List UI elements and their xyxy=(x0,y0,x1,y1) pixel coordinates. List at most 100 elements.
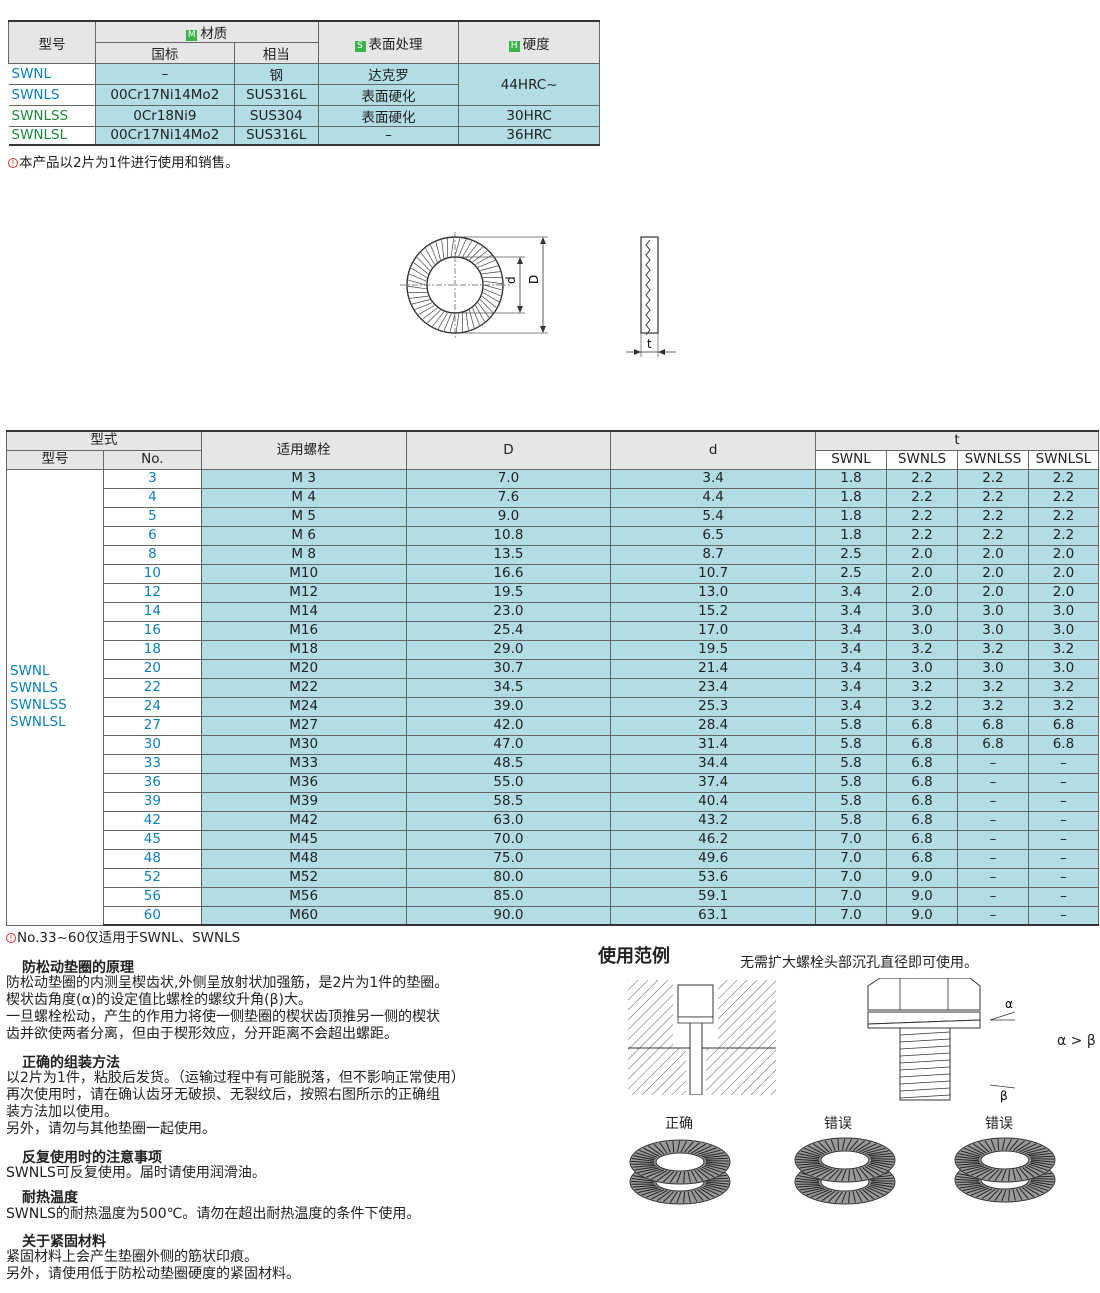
washer-rib xyxy=(409,295,429,299)
washer-rib xyxy=(997,1139,1000,1151)
bolt-shank xyxy=(689,1016,703,1095)
col-t-swnlss: SWNLSS xyxy=(956,449,1029,470)
t-cell: 6.8 xyxy=(956,715,1029,736)
washer-rib xyxy=(1024,1165,1040,1176)
washer-rib xyxy=(418,305,435,315)
washer-rib xyxy=(462,240,473,258)
washer-rib xyxy=(806,1166,827,1174)
washer-rib xyxy=(665,1141,671,1153)
washer-rib xyxy=(841,1138,846,1151)
t-cell: 2.2 xyxy=(1027,506,1100,527)
t-cell: 6.8 xyxy=(885,753,958,774)
washer-rib xyxy=(1026,1184,1044,1194)
washer-rib xyxy=(477,260,496,268)
D-cell: 42.0 xyxy=(405,715,612,736)
D-cell: 30.7 xyxy=(405,658,612,679)
t-cell: 3.0 xyxy=(1027,658,1100,679)
washer-rib xyxy=(870,1159,894,1163)
t-cell: 2.0 xyxy=(1027,563,1100,584)
d-cell: 15.2 xyxy=(610,601,817,622)
washer-rib xyxy=(852,1140,866,1151)
washer-rib xyxy=(455,313,460,333)
washer-rib xyxy=(994,1189,1003,1201)
washer-rib xyxy=(676,1171,682,1184)
washer-rib xyxy=(669,1191,678,1203)
washer-rib xyxy=(978,1141,990,1153)
t-cell: 3.0 xyxy=(1027,601,1100,622)
equivalent-cell: SUS316L xyxy=(233,84,319,106)
washer-rib xyxy=(868,1163,888,1171)
t-cell: 1.8 xyxy=(815,468,887,489)
washer-rib xyxy=(705,1182,728,1188)
t-cell: 3.0 xyxy=(885,658,958,679)
t-cell: 3.4 xyxy=(815,639,887,660)
t-cell: 2.2 xyxy=(1027,468,1100,489)
washer-rib xyxy=(821,1190,836,1201)
washer-rib xyxy=(441,239,445,259)
no-cell: 20 xyxy=(102,658,202,679)
washer-rib xyxy=(864,1147,886,1155)
washer-rib xyxy=(653,1143,665,1155)
bolt-cell: M33 xyxy=(200,753,407,774)
D-cell: 47.0 xyxy=(405,734,612,755)
bolt-cell: M27 xyxy=(200,715,407,736)
washer-rib xyxy=(855,1190,863,1202)
d-cell: 37.4 xyxy=(610,772,817,793)
washer-rib xyxy=(1030,1160,1053,1166)
t-cell: 2.0 xyxy=(1027,582,1100,603)
thread-line xyxy=(899,1087,951,1092)
D-cell: 75.0 xyxy=(405,848,612,869)
t-cell: 1.8 xyxy=(815,487,887,508)
label-D: D xyxy=(527,275,541,284)
D-cell: 19.5 xyxy=(405,582,612,603)
bolt-threads xyxy=(899,1027,951,1101)
washer-rib xyxy=(1022,1145,1042,1154)
washer-pair-graphic xyxy=(954,1137,1056,1203)
t-cell: – xyxy=(1027,753,1100,774)
t-cell: 7.0 xyxy=(815,886,887,907)
washer-rib xyxy=(663,1191,675,1203)
model-cell: SWNL xyxy=(8,63,96,85)
washer-rib xyxy=(659,1142,668,1154)
D-cell: 90.0 xyxy=(405,905,612,926)
thread-line xyxy=(899,1094,951,1099)
section-body-reuse: SWNLS可反复使用。届时请使用润滑油。 xyxy=(6,1165,266,1181)
bolt-cell: M60 xyxy=(200,905,407,926)
thread-line xyxy=(899,1073,951,1078)
washer-rib xyxy=(1029,1182,1051,1189)
washer-side-teeth xyxy=(645,239,651,336)
t-cell: – xyxy=(1027,848,1100,869)
t-cell: – xyxy=(956,791,1029,812)
washer-rib xyxy=(848,1169,851,1181)
t-cell: 3.0 xyxy=(885,601,958,622)
t-cell: 3.2 xyxy=(1027,677,1100,698)
national-cell: 00Cr17Ni14Mo2 xyxy=(94,84,235,106)
washer-rib xyxy=(472,250,488,263)
washer-rib xyxy=(795,1180,820,1184)
countersink-diagram xyxy=(628,980,776,1095)
washer-rib xyxy=(1030,1159,1054,1163)
washer-pair-graphic xyxy=(629,1139,731,1205)
washer-rib xyxy=(1022,1187,1035,1198)
d-cell: 5.4 xyxy=(610,506,817,527)
washer-rib xyxy=(806,1188,827,1196)
label-wrong-1: 错误 xyxy=(824,1116,852,1132)
section-body-principle: 防松动垫圈的内测呈楔齿状,外侧呈放射状加强筋，是2片为1件的垫圈。 楔状齿角度(… xyxy=(6,975,449,1042)
washer-rib xyxy=(1024,1185,1040,1196)
washer-rib xyxy=(465,243,478,259)
washer-rib xyxy=(962,1185,985,1192)
washer-rib xyxy=(864,1165,880,1176)
washer-rib xyxy=(479,299,494,313)
d-cell: 31.4 xyxy=(610,734,817,755)
washer-rib xyxy=(699,1167,715,1178)
washer-rib xyxy=(1028,1183,1048,1191)
thread-line xyxy=(899,1059,951,1064)
t-cell: 6.8 xyxy=(885,715,958,736)
bolt-head xyxy=(677,984,714,1018)
washer-rib xyxy=(651,1190,668,1200)
